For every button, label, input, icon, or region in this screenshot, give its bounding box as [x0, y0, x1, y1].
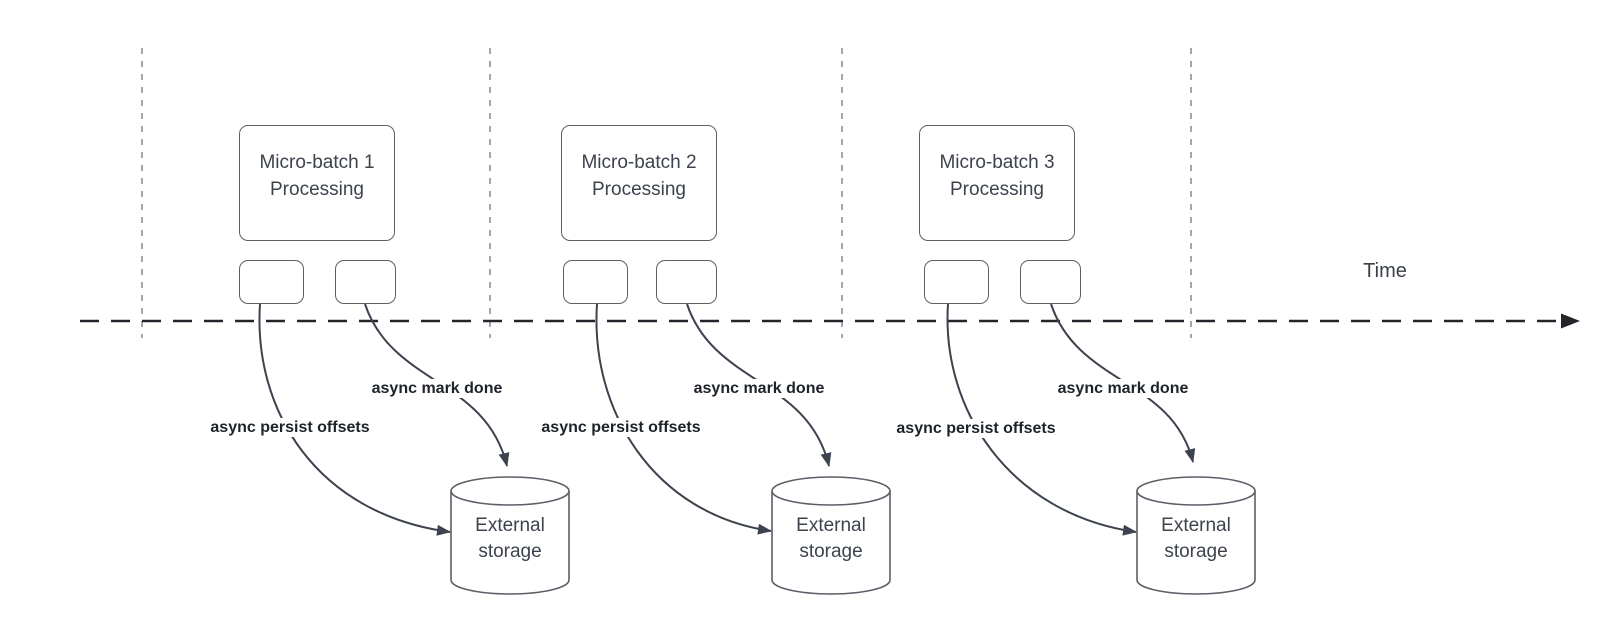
external-storage-label-1: External storage — [451, 513, 569, 565]
async-task-box-2b — [656, 260, 717, 304]
micro-batch-1-processing-box: Micro-batch 1 Processing — [239, 125, 395, 241]
persist-offsets-label-3: async persist offsets — [892, 419, 1060, 438]
micro-batch-2-title-line1: Micro-batch 2 — [581, 152, 697, 173]
persist-offsets-arrow-1 — [258, 303, 451, 536]
persist-offsets-arrow-3 — [946, 303, 1137, 536]
persist-offsets-label-1: async persist offsets — [206, 418, 374, 437]
micro-batch-2-processing-box: Micro-batch 2 Processing — [561, 125, 717, 241]
external-storage-cylinder-3 — [1136, 476, 1256, 595]
micro-batch-3-title-line2: Processing — [950, 179, 1044, 200]
mark-done-label-1: async mark done — [367, 379, 507, 398]
persist-offsets-arrow-2 — [595, 303, 772, 535]
micro-batch-3-processing-box: Micro-batch 3 Processing — [919, 125, 1075, 241]
external-storage-label-2-line2: storage — [799, 541, 863, 562]
micro-batch-2-title-line2: Processing — [592, 179, 686, 200]
async-task-box-3b — [1020, 260, 1081, 304]
external-storage-label-2-line1: External — [796, 515, 866, 536]
time-axis-label: Time — [1363, 260, 1407, 282]
micro-batch-1-title-line1: Micro-batch 1 — [259, 152, 375, 173]
external-storage-cylinder-2 — [771, 476, 891, 595]
persist-offsets-label-2: async persist offsets — [537, 418, 705, 437]
micro-batch-3-title-line1: Micro-batch 3 — [939, 152, 1055, 173]
external-storage-label-1-line1: External — [475, 515, 545, 536]
external-storage-label-3: External storage — [1137, 513, 1255, 565]
async-task-box-1b — [335, 260, 396, 304]
micro-batch-1-title-line2: Processing — [270, 179, 364, 200]
time-axis-arrowhead-icon — [1561, 313, 1580, 329]
external-storage-label-2: External storage — [772, 513, 890, 565]
mark-done-label-3: async mark done — [1053, 379, 1193, 398]
external-storage-label-3-line2: storage — [1164, 541, 1228, 562]
mark-done-label-2: async mark done — [689, 379, 829, 398]
async-task-box-2a — [563, 260, 628, 304]
async-task-box-1a — [239, 260, 304, 304]
external-storage-label-3-line1: External — [1161, 515, 1231, 536]
external-storage-label-1-line2: storage — [478, 541, 542, 562]
external-storage-cylinder-1 — [450, 476, 570, 595]
async-task-box-3a — [924, 260, 989, 304]
